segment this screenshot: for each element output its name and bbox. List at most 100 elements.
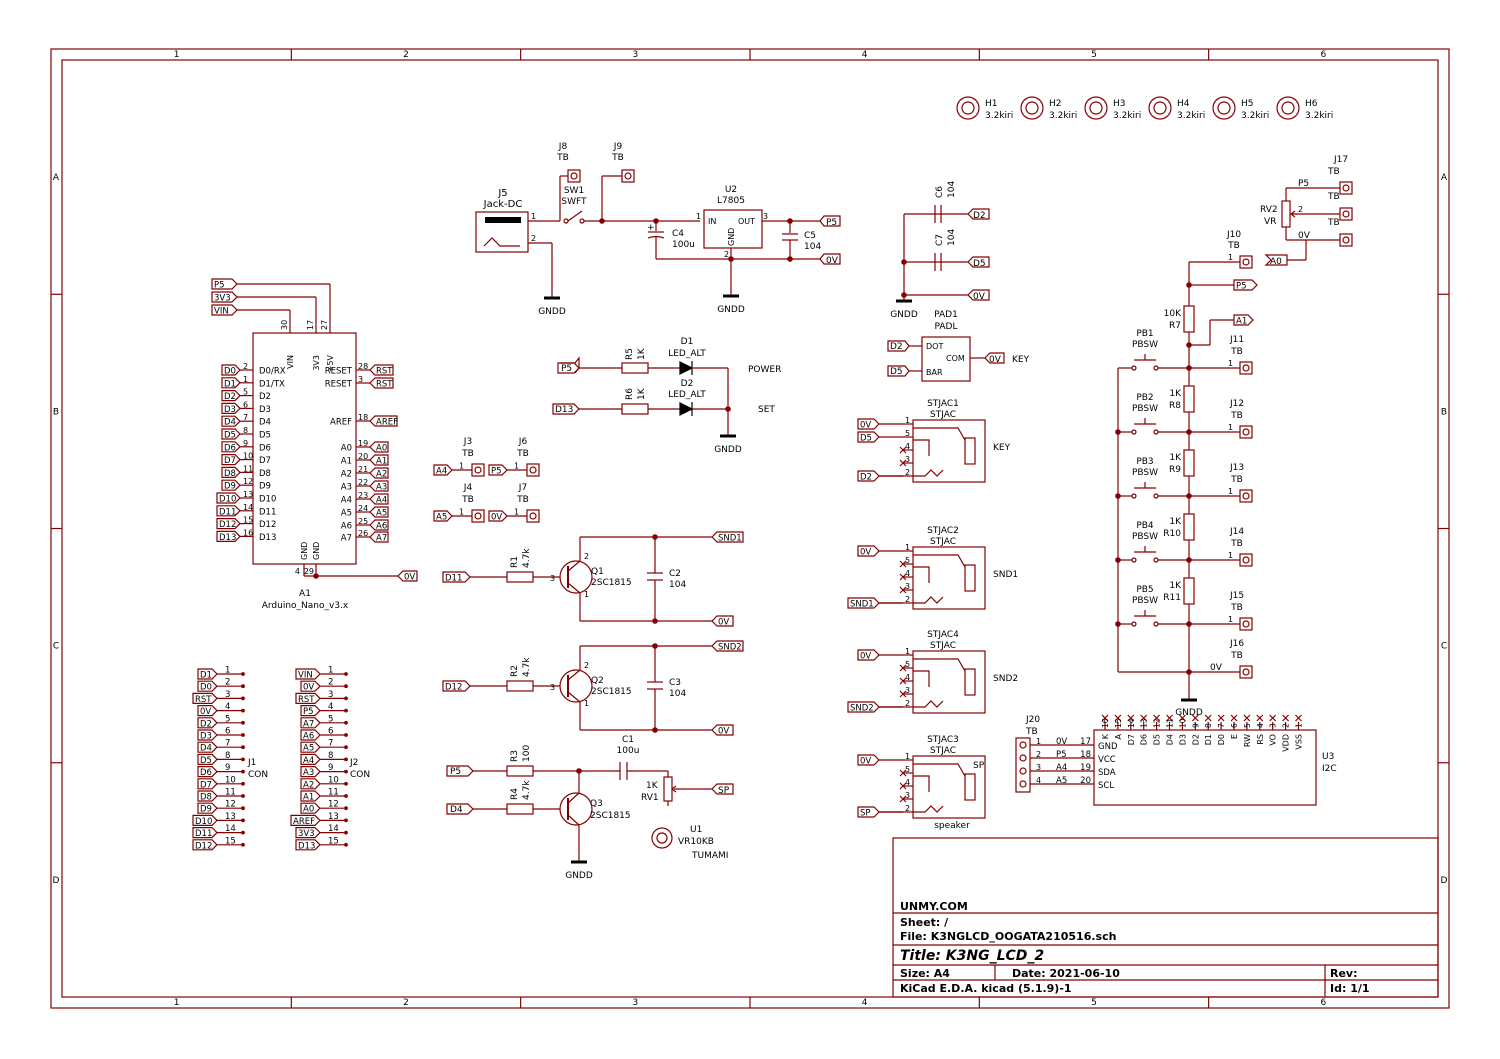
stjack-pin-num: 1: [905, 752, 910, 761]
j1-net-text: D2: [200, 719, 212, 729]
j1-pin-num: 9: [225, 763, 230, 773]
arduino-left-net: [216, 530, 241, 542]
stjack-value: STJAC: [930, 746, 956, 756]
ladder-resistor-ref: R10: [1163, 529, 1181, 539]
no-connect: [899, 690, 907, 698]
j1-net-text: D12: [195, 841, 212, 851]
pin-num: 2: [584, 552, 589, 561]
j8-ref: J8: [558, 142, 568, 152]
j1-net-text: D7: [200, 780, 212, 790]
gndd-label-j5: GNDD: [538, 307, 566, 317]
j2-net-text: A2: [303, 780, 314, 790]
no-connect: [1269, 714, 1277, 722]
j1-net-text: D5: [200, 756, 212, 766]
stjack-pin-num: 5: [905, 429, 910, 438]
terminal-block: [526, 509, 540, 523]
arduino-left-net: [221, 364, 241, 376]
u2-out: OUT: [738, 217, 755, 226]
resistor-ref: R1: [510, 556, 520, 568]
pin-num: 1: [1228, 615, 1233, 624]
arduino-pin-name: D9: [259, 482, 271, 492]
j1-net: [192, 839, 218, 851]
lcd-top-pin-num: 7: [1217, 723, 1226, 728]
no-connect: [1204, 714, 1212, 722]
arduino-nano: A1Arduino_Nano_v3.xP53V3VINVIN303V317+5V…: [211, 278, 418, 611]
j2-pin-num: 4: [328, 702, 333, 712]
stjack-contact: [913, 596, 944, 604]
snd1-in-net: [442, 571, 471, 583]
r4-value: 4.7k: [522, 780, 532, 800]
row-marker: B: [1441, 407, 1447, 417]
u2-pin3: 3: [763, 212, 768, 221]
stjack-net-text: 0V: [860, 757, 871, 767]
arduino-top-pin-num: 30: [280, 320, 289, 330]
arduino-pin-name: AREF: [330, 418, 352, 428]
gndd-label-u2: GNDD: [717, 305, 745, 315]
arduino-pin-num: 11: [243, 464, 253, 473]
arduino-left-net: [221, 402, 241, 414]
snd2-in-net-text: D12: [445, 683, 462, 693]
j2-pin-num: 12: [328, 800, 339, 810]
ladder-resistor-value: 1K: [1169, 581, 1182, 591]
u1-value: VR10KB: [678, 837, 714, 847]
terminal-j10: [1239, 255, 1253, 269]
arduino-pin-num: 10: [243, 452, 253, 461]
lcd-module: U3I2CGND170V1VCC18P52SDA19A43SCL20A5416K…: [1030, 714, 1337, 806]
j9-value: TB: [611, 153, 624, 163]
arduino-left-net-text: D0: [224, 367, 236, 377]
tb-value: TB: [461, 495, 474, 505]
r6-value: 1K: [637, 387, 647, 400]
pin-end: [344, 720, 348, 725]
lcd-top-pin-name: RW: [1243, 734, 1252, 747]
j1-value: CON: [248, 770, 268, 780]
pin-end: [241, 757, 245, 762]
dc-jack-j5: [475, 211, 529, 253]
stjack-net-text: SP: [860, 809, 871, 819]
j1-pin-num: 2: [225, 678, 230, 688]
pin-end: [241, 696, 245, 701]
arduino-right-net: [369, 531, 389, 543]
pin-end: [241, 830, 245, 835]
stjack-net-text: SND2: [850, 704, 874, 714]
stjack-net-text: D2: [860, 473, 872, 483]
arduino-right-net-text: A7: [376, 534, 387, 544]
j2-pin-num: 5: [328, 714, 333, 724]
arduino-top-pin-name: +5V: [326, 354, 335, 372]
row-marker: D: [53, 876, 60, 886]
stjack-net: [857, 470, 880, 482]
pb-value: PBSW: [1132, 404, 1158, 414]
j2-net-text: D13: [298, 841, 315, 851]
pb-value: PBSW: [1132, 468, 1158, 478]
no-connect: [1243, 714, 1251, 722]
c4-ref: C4: [672, 229, 684, 239]
hole-ref: H5: [1241, 99, 1254, 109]
stjack-ref: STJAC2: [927, 526, 959, 536]
stjack-extra: SP: [973, 761, 985, 771]
j2-pin-num: 8: [328, 751, 333, 761]
arduino-pin-num: 3: [358, 375, 363, 384]
arduino-pin-name: D1/TX: [259, 379, 285, 389]
arduino-pin-name: D4: [259, 418, 271, 428]
resistor: [506, 571, 534, 583]
lcd-net: A4: [1056, 763, 1067, 773]
c4-value: 100u: [672, 240, 695, 250]
arduino-pin-num: 19: [358, 439, 368, 448]
snd1-out-net-text: SND1: [718, 534, 742, 544]
ladder-gndd: GNDD: [1175, 708, 1203, 718]
pad1-com: COM: [946, 354, 965, 363]
net-sp-spk: SP: [718, 786, 730, 796]
lcd-body: [1093, 729, 1317, 806]
j5-value: Jack-DC: [483, 199, 523, 210]
j20-ref: J20: [1025, 715, 1040, 725]
rv1-ref: RV1: [641, 793, 659, 803]
tb-net: [433, 464, 453, 476]
no-connect: [1295, 714, 1302, 722]
j1-net: [192, 814, 218, 826]
arduino-pin-name: RESET: [325, 367, 353, 377]
stjack-contact: [913, 700, 944, 708]
ladder-p5-net: [1233, 279, 1258, 291]
stjack-ref: STJAC1: [927, 399, 959, 409]
wire: [567, 582, 581, 594]
ladder-tb-value: TB: [1230, 411, 1243, 421]
